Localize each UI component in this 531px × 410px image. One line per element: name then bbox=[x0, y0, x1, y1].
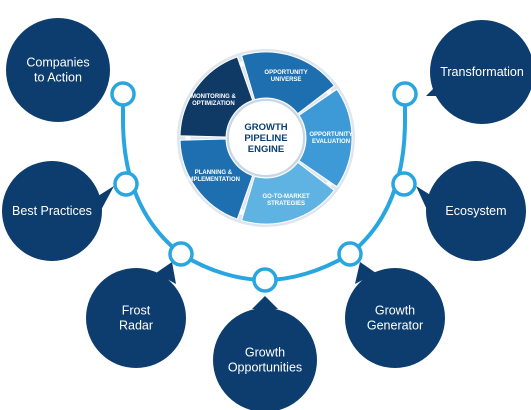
companies-to-action-arc-node bbox=[110, 81, 136, 107]
wheel-segment-shape bbox=[240, 51, 335, 115]
best-practices-bubble-shape bbox=[2, 161, 102, 261]
wheel-segment-label-line: OPTIMIZATION bbox=[192, 101, 235, 107]
growth-generator-label-line: Growth bbox=[375, 304, 415, 318]
wheel-segment: PLANNING &IMPLEMENTATION bbox=[179, 138, 254, 220]
growth-generator-arc-node bbox=[337, 241, 363, 267]
transformation-bubble-shape bbox=[430, 20, 531, 124]
companies-to-action-label-line: Companies bbox=[26, 56, 89, 70]
wheel-segment-shape bbox=[179, 138, 254, 220]
best-practices-bubble: Best Practices bbox=[2, 161, 114, 261]
transformation-arc-node bbox=[392, 81, 418, 107]
growth-opportunities-label-line: Opportunities bbox=[228, 361, 302, 375]
growth-generator-label-line: Generator bbox=[367, 319, 423, 333]
transformation-speech-bubble-icon-tail bbox=[426, 84, 442, 96]
frost-radar-speech-bubble-icon-tail bbox=[156, 262, 176, 284]
frost-radar-bubble-shape bbox=[86, 268, 186, 368]
frost-radar-label-line: Radar bbox=[119, 319, 153, 333]
growth-opportunities-bubble-shape bbox=[213, 308, 317, 410]
companies-to-action-label-line: to Action bbox=[34, 71, 82, 85]
wheel-segment-label-line: OPPORTUNITY bbox=[264, 70, 307, 76]
growth-generator-speech-bubble-icon-tail bbox=[355, 262, 376, 284]
growth-opportunities-speech-bubble-icon-tail bbox=[252, 296, 278, 309]
wheel-segment-shape bbox=[179, 56, 254, 138]
ecosystem-speech-bubble-icon-tail bbox=[416, 186, 432, 212]
companies-to-action-speech-bubble-icon-tail bbox=[88, 84, 103, 96]
wheel-segment: MONITORING &OPTIMIZATION bbox=[179, 56, 254, 138]
growth-opportunities-arc-node bbox=[252, 267, 278, 293]
engine-title-line: GROWTH bbox=[244, 122, 287, 133]
transformation-bubble: Transformation bbox=[426, 20, 531, 124]
ecosystem-bubble-shape bbox=[426, 161, 526, 261]
growth-generator-bubble-shape bbox=[345, 268, 445, 368]
best-practices-speech-bubble-icon-tail bbox=[98, 186, 114, 212]
wheel-segment-label-line: UNIVERSE bbox=[271, 77, 302, 83]
wheel-segment-shape bbox=[298, 88, 353, 188]
wheel-segment-label-line: OPPORTUNITY bbox=[309, 132, 352, 138]
ecosystem-arc-node bbox=[391, 171, 417, 197]
ecosystem-label-line: Ecosystem bbox=[445, 204, 506, 218]
wheel-segment-shape bbox=[240, 161, 335, 225]
wheel-segment-label-line: EVALUATION bbox=[312, 139, 350, 145]
growth-pipeline-engine-wheel: OPPORTUNITYUNIVERSEOPPORTUNITYEVALUATION… bbox=[177, 49, 355, 227]
arrow-icon bbox=[185, 135, 191, 141]
engine-title-line: PIPELINE bbox=[244, 133, 287, 144]
transformation-label-line: Transformation bbox=[440, 65, 524, 79]
frost-radar-arc-node bbox=[168, 241, 194, 267]
ecosystem-bubble: Ecosystem bbox=[416, 161, 526, 261]
engine-title-line: ENGINE bbox=[248, 144, 284, 155]
wheel-hub bbox=[227, 99, 305, 177]
growth-opportunities-label-line: Growth bbox=[245, 346, 285, 360]
wheel-segment-label-line: PLANNING & bbox=[195, 170, 233, 176]
wheel-segment-label-line: IMPLEMENTATION bbox=[187, 177, 240, 183]
frost-radar-label-line: Frost bbox=[122, 304, 151, 318]
arc-nodes bbox=[110, 81, 418, 293]
arrow-icon bbox=[239, 61, 245, 67]
best-practices-arc-node bbox=[113, 171, 139, 197]
companies-to-action-bubble-shape bbox=[6, 18, 110, 122]
wheel-segment-label-line: STRATEGIES bbox=[267, 201, 305, 207]
wheel-segment-label-line: MONITORING & bbox=[191, 94, 237, 100]
best-practices-label-line: Best Practices bbox=[12, 204, 92, 218]
wheel-segment-label-line: GO-TO-MARKET bbox=[262, 194, 310, 200]
